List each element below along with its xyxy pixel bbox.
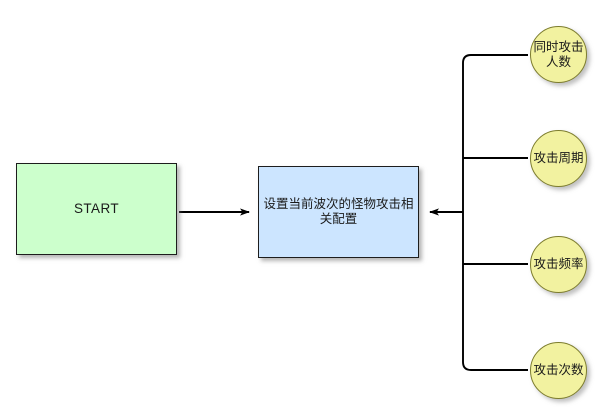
node-attr-attack-count[interactable]: 攻击次数 xyxy=(530,342,587,399)
edge-attributes-trunk xyxy=(462,54,528,371)
node-start-label: START xyxy=(73,201,119,217)
node-attr-attack-cycle-label: 攻击周期 xyxy=(533,151,584,166)
node-attr-simultaneous-attackers-label: 同时攻击人数 xyxy=(533,40,584,69)
node-process-config-label: 设置当前波次的怪物攻击相关配置 xyxy=(263,197,414,226)
node-start[interactable]: START xyxy=(16,163,177,255)
node-attr-attack-frequency[interactable]: 攻击频率 xyxy=(530,236,587,293)
node-process-config[interactable]: 设置当前波次的怪物攻击相关配置 xyxy=(258,166,419,258)
node-attr-simultaneous-attackers[interactable]: 同时攻击人数 xyxy=(530,26,587,83)
node-attr-attack-frequency-label: 攻击频率 xyxy=(533,257,584,272)
node-attr-attack-cycle[interactable]: 攻击周期 xyxy=(530,130,587,187)
node-attr-attack-count-label: 攻击次数 xyxy=(533,363,584,378)
